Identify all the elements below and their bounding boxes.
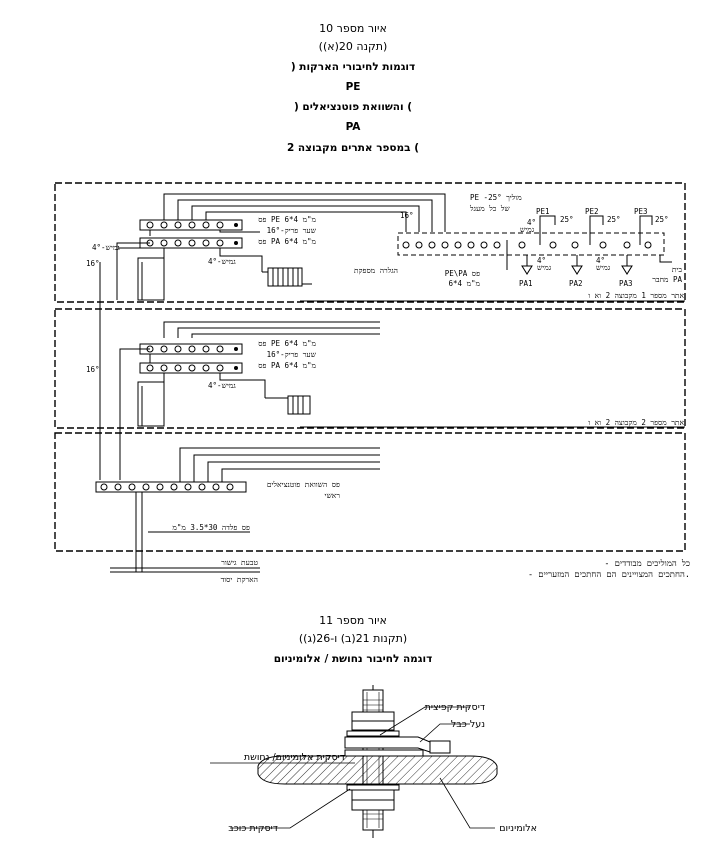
figure-10-caption-pe: PE	[345, 81, 361, 93]
pe1-wire-25: 25°	[560, 215, 574, 224]
figure-11-diagram	[210, 685, 498, 838]
site-2-pe-bar	[139, 343, 243, 355]
site-1-label: אתר מספר 1 מקבוצה 2 וא ו	[588, 291, 684, 300]
site-2-frame	[54, 308, 686, 429]
figure-11-regulation: (תקנות 21(ב) ו-26(ג))	[298, 632, 408, 645]
pa3-ground-symbol	[621, 265, 633, 275]
site-2-wire16: 16°	[86, 365, 100, 374]
bimetal-washer	[344, 749, 424, 757]
pa2-label: PA2	[569, 279, 583, 288]
site-2-radiator	[265, 395, 311, 415]
steel-bar-label: פס פלדה 30*3.5 מ"מ	[172, 523, 250, 532]
figure-11-title: איור מספר 11	[319, 614, 387, 627]
figure-10-caption-line3: ) והשוואת פוטנציאלים (	[293, 101, 413, 113]
note-insulated: - כל המוליכים מבודדים	[604, 559, 690, 569]
pa1-flex: גמיש	[537, 263, 552, 272]
aluminium-label: אלומיניום	[499, 823, 537, 834]
pe2-wire-25: 25°	[607, 215, 621, 224]
figure-10-caption-line1: דוגמות לחיבורי הארקות (	[290, 61, 416, 73]
pepa-bar-size: 6*4 מ"מ	[449, 279, 481, 288]
site-1-wire4-left: 4°-גמיש	[92, 243, 120, 252]
figure-10-title: איור מספר 10	[319, 22, 387, 35]
house-label: בית	[672, 265, 683, 274]
distribution-board	[397, 232, 665, 256]
figure-10-caption-pa: PA	[345, 121, 361, 133]
note-min-sections: - החתכים המצויינים הם החתכים המזעריים.	[528, 570, 690, 580]
connector-label: מחבר PA	[652, 275, 682, 284]
figure-10-regulation: (תקנה 20(א))	[318, 40, 388, 53]
main-equipotential-bar	[95, 481, 247, 493]
pa2-wire-4: 4°	[596, 256, 605, 265]
site-1-pa-bar	[139, 237, 243, 249]
pe1-wire-4: 4°	[527, 218, 536, 227]
star-washer	[346, 784, 400, 791]
site-1-pa-bar-label: פס PA 6*4 מ"מ	[258, 237, 316, 246]
spring-washer	[346, 730, 400, 737]
main-bar-label: פס השוואת פוטנציאלים	[267, 480, 340, 489]
site-2-gate-label: 16°-שער פריק	[267, 350, 317, 359]
star-washer-label: דיסקית כוכב	[228, 823, 278, 834]
site-1-pe-bar	[139, 219, 243, 231]
site-1-radiator	[262, 267, 312, 287]
bonding-ring-label: טבעת גישור	[221, 558, 258, 567]
pa2-flex: גמיש	[596, 263, 611, 272]
pe3-label: PE3	[634, 207, 648, 216]
site-1-wire16b: 16°	[400, 211, 414, 220]
site-1-pe-bar-label: פס PE 6*4 מ"מ	[258, 215, 316, 224]
cable-lug-label: נעל כבל	[451, 719, 485, 730]
site-1-wire4-mid: 4°-גמיש	[208, 257, 236, 266]
site-2-pa-bar-label: פס PA 6*4 מ"מ	[258, 361, 316, 370]
figure-11-subtitle: דוגמה לחיבור נחושת / אלומיניום	[273, 653, 433, 665]
flex-label: גמיש	[520, 225, 535, 234]
pe1-label: PE1	[536, 207, 550, 216]
spring-washer-label: דיסקית קפיצית	[425, 702, 485, 713]
site-2-label: אתר מספר 2 מקבוצה 2 וא ו	[588, 418, 684, 427]
site-1-gate-label: 16°-שער פריק	[267, 226, 317, 235]
pe3-wire-25: 25°	[655, 215, 669, 224]
pepa-bar-label: PE\PA פס	[445, 269, 480, 278]
pe-conductor-label: PE -מוליך 25°	[470, 193, 522, 202]
pa3-label: PA3	[619, 279, 633, 288]
site-1-door	[137, 257, 165, 301]
pa1-wire-4: 4°	[537, 256, 546, 265]
pa1-ground-symbol	[521, 265, 533, 275]
foundation-earth-label: הארקת יסוד	[221, 575, 258, 584]
main-frame	[54, 432, 686, 552]
figure-10-caption-line5: ) במספר אתרים מקבוצה 2	[286, 142, 420, 154]
figure-10-diagram	[54, 182, 686, 573]
pepa-bar-terminals	[402, 241, 652, 249]
site-1-wire16: 16°	[86, 259, 100, 268]
site-2-wire4: 4°-גמיש	[208, 381, 236, 390]
site-1-frame	[54, 182, 686, 303]
site-2-door	[137, 381, 165, 427]
bimetal-washer-label: דיסקית אלומיניום/ נחושת	[244, 752, 345, 763]
per-circuit-label: של כל מעגל	[469, 204, 510, 213]
site-2-pa-bar	[139, 362, 243, 374]
pe2-label: PE2	[585, 207, 599, 216]
pa2-ground-symbol	[571, 265, 583, 275]
dist-board-label: הגלרה מספקת	[354, 266, 398, 275]
main-bar-label-2: ראשי	[325, 491, 341, 500]
site-2-pe-bar-label: פס PE 6*4 מ"מ	[258, 339, 316, 348]
pa1-label: PA1	[519, 279, 533, 288]
